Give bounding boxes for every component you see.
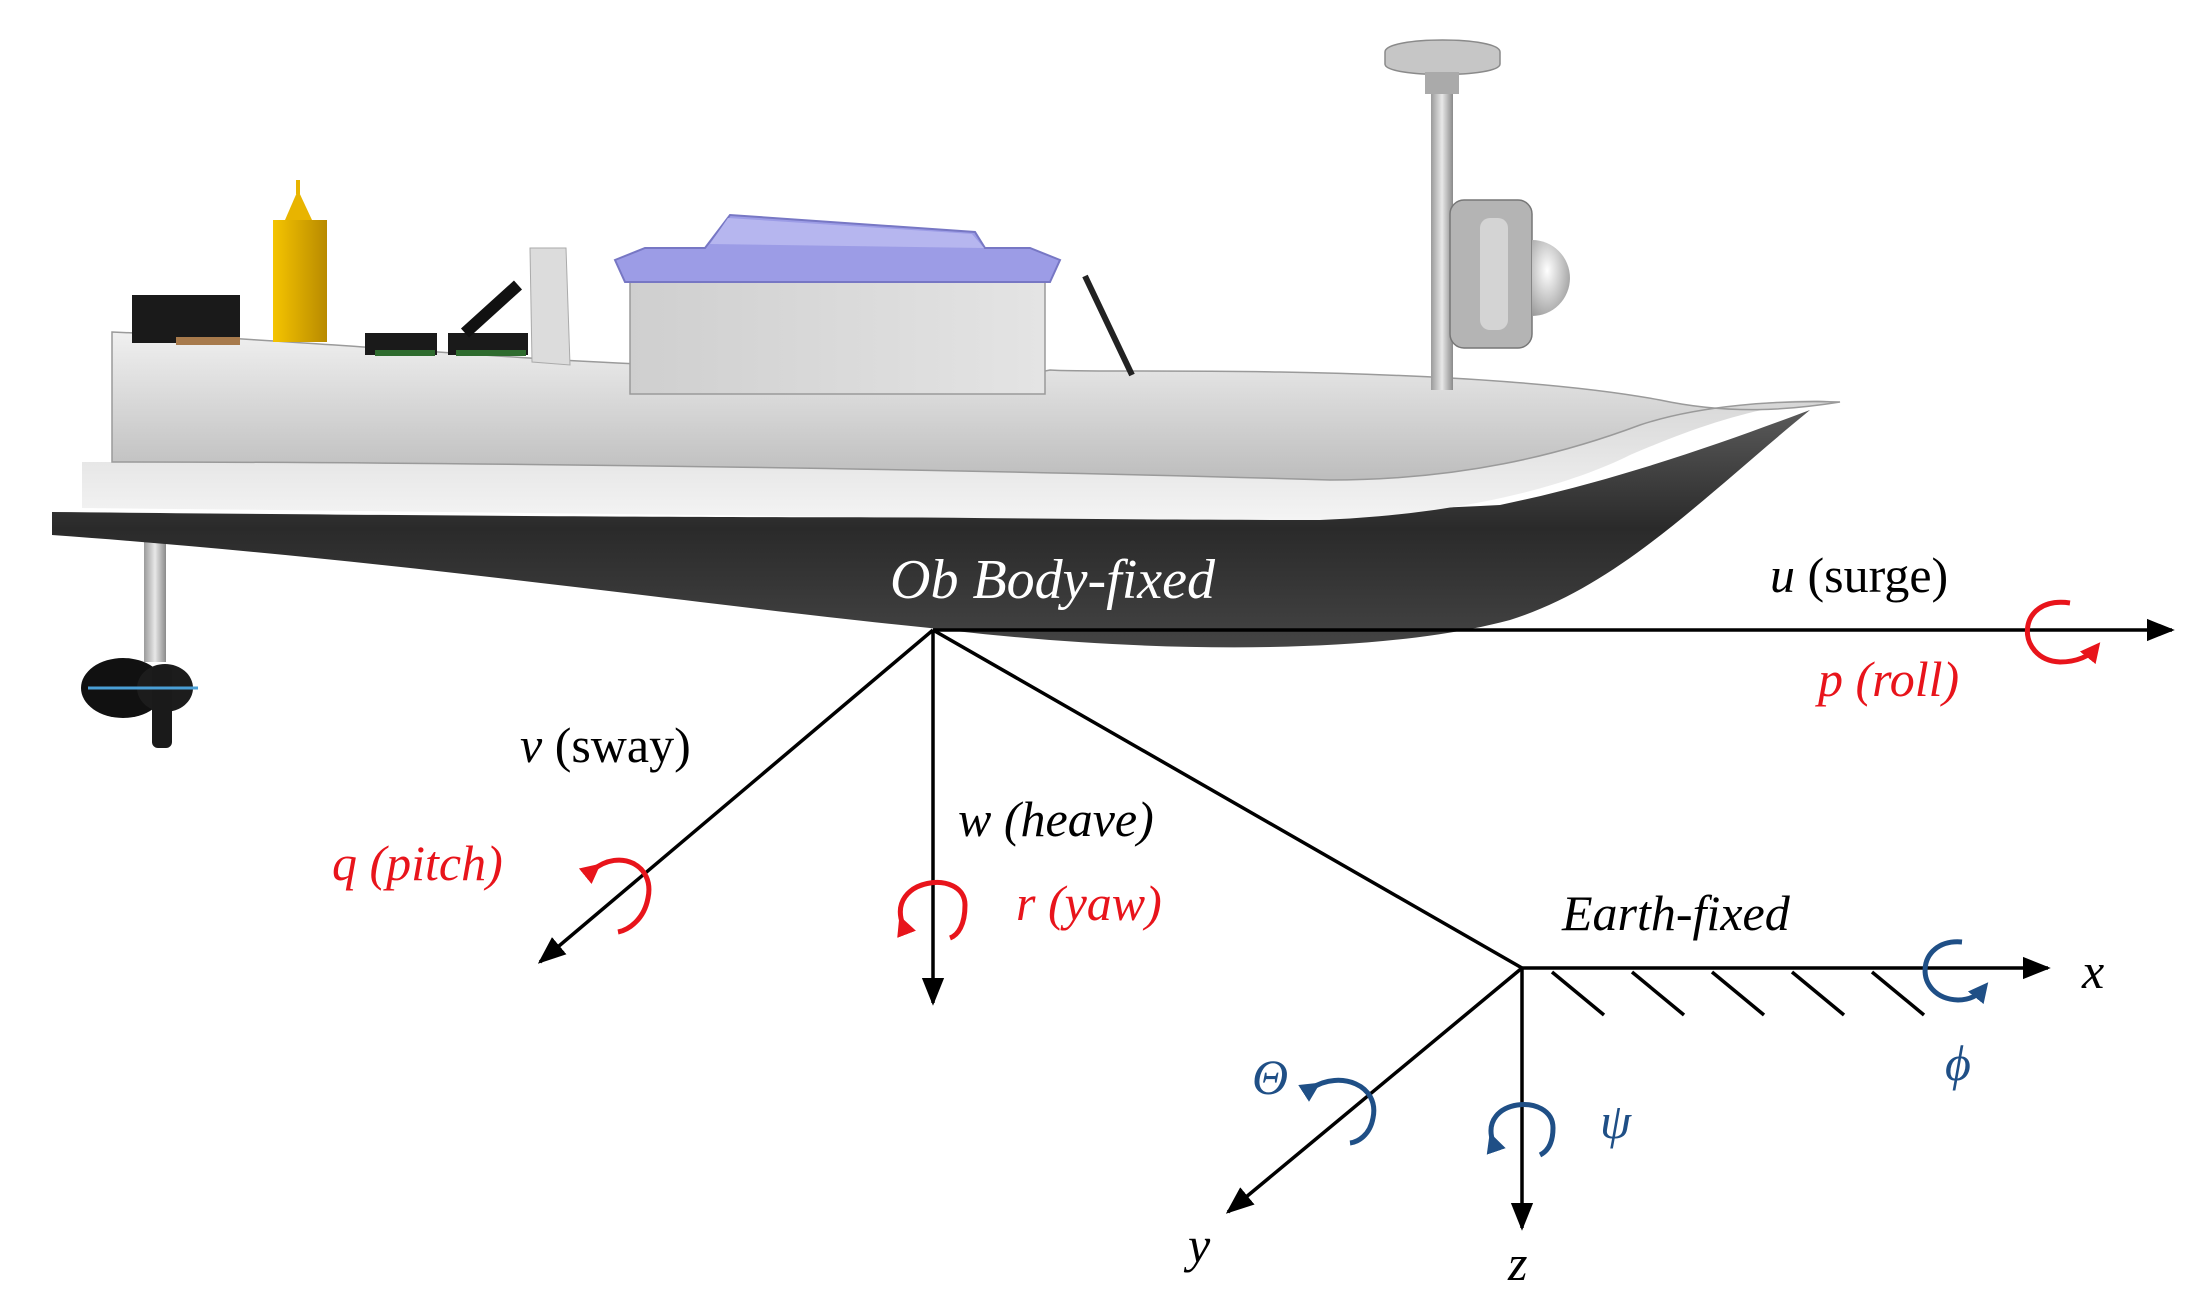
pitch-rotation-icon bbox=[578, 857, 652, 935]
roll-name: (roll) bbox=[1856, 651, 1960, 707]
thruster bbox=[81, 522, 198, 748]
earth-x-label: x bbox=[2081, 943, 2104, 999]
fin bbox=[529, 247, 571, 366]
heave-symbol: w bbox=[958, 791, 991, 847]
ground-hatching bbox=[1550, 970, 1926, 1017]
sway-symbol: v bbox=[520, 717, 543, 773]
pitch-name: (pitch) bbox=[370, 835, 503, 891]
heave-name: (heave) bbox=[1004, 791, 1154, 847]
theta-rotation-icon bbox=[1298, 1077, 1377, 1146]
phi-rotation-icon bbox=[1922, 939, 1989, 1005]
roll-symbol: p bbox=[1815, 651, 1843, 707]
link-line bbox=[932, 628, 1523, 970]
sway-axis bbox=[537, 628, 935, 964]
roll-rotation-icon bbox=[2024, 599, 2101, 665]
pitch-label: q (pitch) bbox=[332, 835, 503, 891]
phi-label: ϕ bbox=[1945, 1035, 1971, 1091]
sway-name: (sway) bbox=[555, 717, 691, 773]
gps-mast bbox=[1384, 39, 1570, 390]
usv-boat-model bbox=[52, 39, 1841, 748]
yaw-symbol: r bbox=[1016, 875, 1036, 931]
yaw-name: (yaw) bbox=[1048, 875, 1162, 931]
hull-gunwale bbox=[82, 400, 1830, 520]
earth-z-label: z bbox=[1507, 1235, 1527, 1291]
pitch-symbol: q bbox=[332, 835, 357, 891]
antenna-rod bbox=[1082, 274, 1135, 377]
module-right bbox=[448, 333, 528, 355]
surge-name: (surge) bbox=[1808, 547, 1949, 603]
sway-label: v (sway) bbox=[520, 717, 691, 773]
heave-label: w (heave) bbox=[958, 791, 1154, 847]
yaw-rotation-icon bbox=[897, 880, 968, 941]
theta-label: Θ bbox=[1252, 1049, 1288, 1105]
earth-frame-title: Earth-fixed bbox=[1561, 885, 1791, 941]
surge-label: u (surge) bbox=[1770, 547, 1948, 603]
earth-y-label: y bbox=[1183, 1217, 1211, 1273]
hull-lower bbox=[52, 410, 1810, 648]
yellow-mast bbox=[273, 180, 327, 342]
earth-y-axis bbox=[1225, 966, 1524, 1214]
body-fixed-frame: Ob Body-fixed u (surge) p (roll) v (sway… bbox=[332, 547, 2175, 1006]
surge-symbol: u bbox=[1770, 547, 1795, 603]
cabin bbox=[613, 213, 1062, 395]
psi-rotation-icon bbox=[1486, 1102, 1556, 1158]
body-origin-label: Ob Body-fixed bbox=[890, 549, 1216, 611]
equipment-box bbox=[132, 295, 240, 343]
earth-fixed-frame: Earth-fixed x y z Θ ϕ ψ bbox=[1183, 885, 2104, 1291]
roll-label: p (roll) bbox=[1815, 651, 1959, 707]
module-left bbox=[365, 333, 437, 355]
yaw-label: r (yaw) bbox=[1016, 875, 1162, 931]
psi-label: ψ bbox=[1600, 1093, 1632, 1149]
